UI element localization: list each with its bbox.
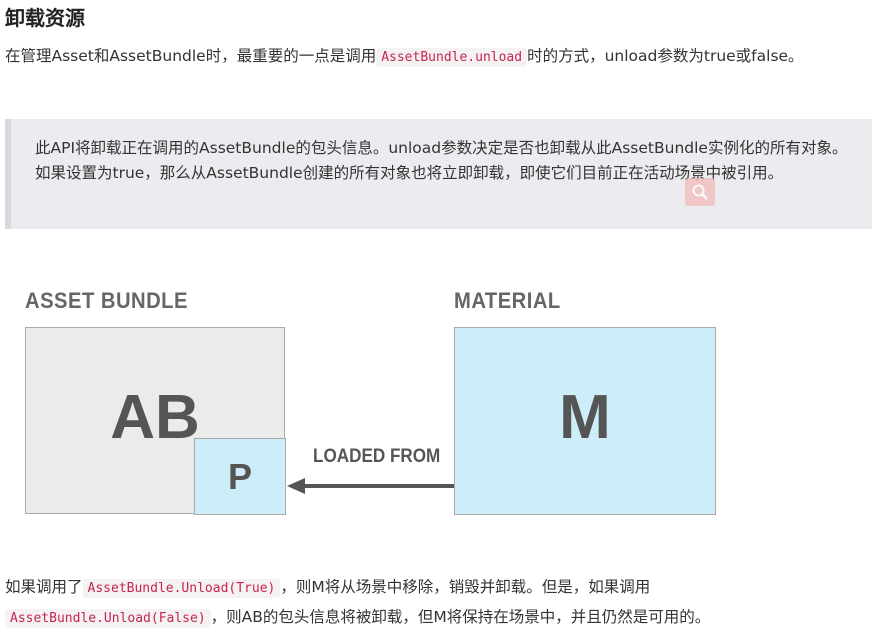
outro-part1: 如果调用了: [5, 578, 83, 596]
material-title: MATERIAL: [454, 288, 561, 313]
arrow-label: LOADED FROM: [313, 446, 441, 467]
p-label: P: [227, 456, 252, 497]
asset-bundle-title: ASSET BUNDLE: [25, 288, 188, 313]
section-title: 卸载资源: [5, 6, 85, 30]
intro-text-after: 时的方式，unload参数为true或false。: [527, 47, 804, 65]
outro-code-false: AssetBundle.Unload(False): [5, 609, 211, 628]
material-box: M: [454, 327, 716, 515]
unload-diagram: ASSET BUNDLE MATERIAL AB P M LOADED FROM: [0, 270, 872, 530]
material-label: M: [559, 383, 611, 452]
intro-text-before: 在管理Asset和AssetBundle时，最重要的一点是调用: [5, 47, 377, 65]
note-text: 此API将卸载正在调用的AssetBundle的包头信息。unload参数决定是…: [35, 139, 848, 182]
intro-code: AssetBundle.unload: [376, 48, 528, 67]
asset-bundle-label: AB: [110, 383, 200, 452]
p-box: P: [194, 438, 286, 515]
outro-part3: ，则AB的包头信息将被卸载，但M将保持在场景中，并且仍然是可用的。: [210, 608, 711, 626]
outro-part2: ，则M将从场景中移除，销毁并卸载。但是，如果调用: [280, 578, 651, 596]
loaded-from-arrow: [287, 478, 454, 494]
search-icon[interactable]: [685, 178, 715, 206]
note-blockquote: 此API将卸载正在调用的AssetBundle的包头信息。unload参数决定是…: [5, 119, 872, 229]
outro-code-true: AssetBundle.Unload(True): [82, 579, 281, 598]
